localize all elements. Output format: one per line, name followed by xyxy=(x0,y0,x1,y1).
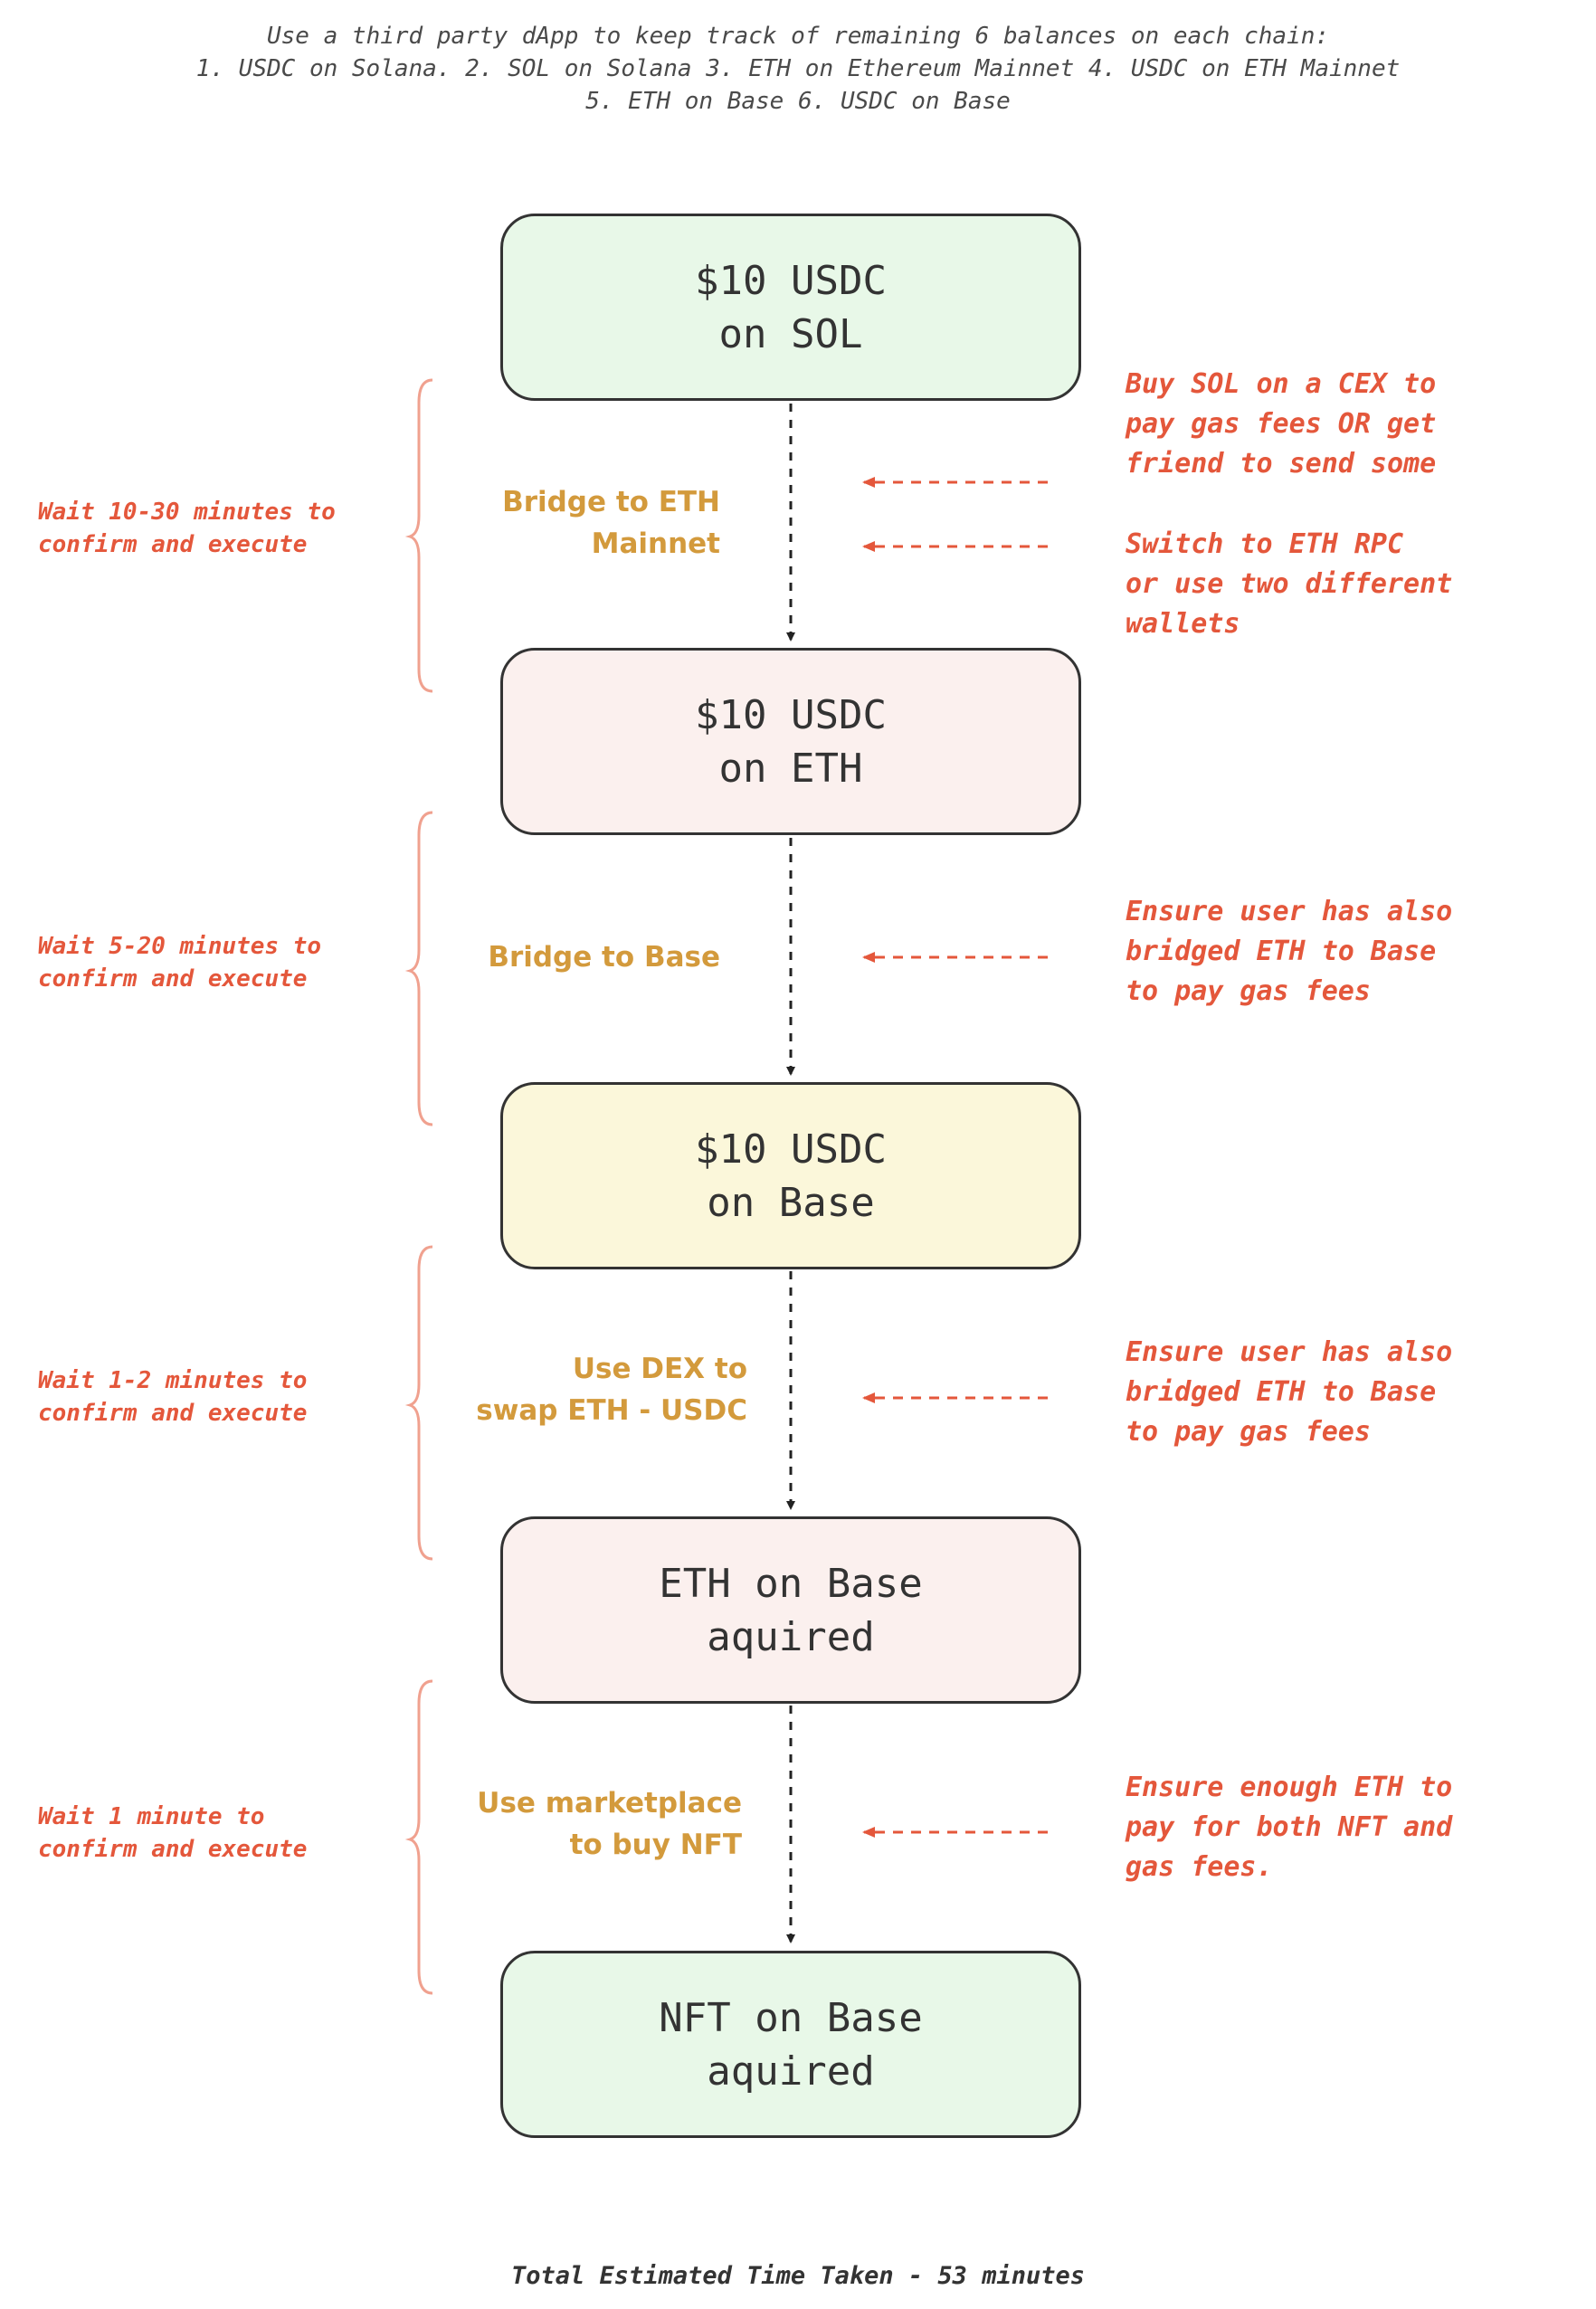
node-label: aquired xyxy=(707,1613,875,1660)
note-line: pay gas fees OR get xyxy=(1126,408,1437,440)
wait-line: Wait 5-20 minutes to xyxy=(38,933,322,960)
note-line: bridged ETH to Base xyxy=(1126,1376,1437,1408)
left-brace xyxy=(404,1679,433,1995)
header-note: Use a third party dApp to keep track of … xyxy=(0,20,1596,118)
node-label: $10 USDC xyxy=(695,1126,887,1173)
note-line: wallets xyxy=(1126,608,1240,640)
left-brace xyxy=(404,811,433,1126)
note-line: Switch to ETH RPC xyxy=(1126,528,1404,560)
wait-line: Wait 1-2 minutes to xyxy=(38,1367,308,1394)
note-line: to pay gas fees xyxy=(1126,975,1371,1007)
node-label: on Base xyxy=(707,1179,875,1226)
total-time-footer: Total Estimated Time Taken - 53 minutes xyxy=(511,2262,1085,2290)
header-line: 1. USDC on Solana. 2. SOL on Solana 3. E… xyxy=(195,55,1401,82)
note-line: bridged ETH to Base xyxy=(1126,936,1437,967)
note-line: friend to send some xyxy=(1126,448,1437,480)
step-line: Bridge to Base xyxy=(488,941,720,974)
step-line: to buy NFT xyxy=(569,1829,742,1861)
wait-line: confirm and execute xyxy=(38,531,308,558)
wait-line: Wait 10-30 minutes to xyxy=(38,499,336,526)
node-label: ETH on Base xyxy=(659,1560,923,1607)
node-usdc-base: $10 USDC on Base xyxy=(500,1082,1081,1269)
note-line: Buy SOL on a CEX to xyxy=(1126,368,1437,400)
node-label: NFT on Base xyxy=(659,1994,923,2041)
step-line: Use marketplace xyxy=(477,1787,742,1820)
note-line: Ensure user has also xyxy=(1126,896,1453,927)
note-line: gas fees. xyxy=(1126,1851,1273,1883)
step-line: swap ETH - USDC xyxy=(476,1394,747,1427)
node-label: on ETH xyxy=(718,745,863,792)
note-label: Ensure enough ETH to pay for both NFT an… xyxy=(1126,1768,1452,1887)
left-brace xyxy=(404,1245,433,1561)
note-line: Ensure user has also xyxy=(1126,1336,1453,1368)
header-line: 5. ETH on Base 6. USDC on Base xyxy=(585,88,1011,115)
wait-line: confirm and execute xyxy=(38,965,308,993)
note-label: Ensure user has also bridged ETH to Base… xyxy=(1126,1333,1452,1452)
header-line: Use a third party dApp to keep track of … xyxy=(267,23,1329,50)
wait-label: Wait 1-2 minutes to confirm and execute xyxy=(38,1364,307,1430)
wait-label: Wait 5-20 minutes to confirm and execute xyxy=(38,930,321,995)
note-line: pay for both NFT and xyxy=(1126,1811,1453,1843)
node-nft-base: NFT on Base aquired xyxy=(500,1951,1081,2138)
step-line: Mainnet xyxy=(591,527,720,560)
wait-line: Wait 1 minute to xyxy=(38,1803,265,1830)
node-usdc-eth: $10 USDC on ETH xyxy=(500,648,1081,835)
note-label: Switch to ETH RPC or use two different w… xyxy=(1126,525,1452,644)
note-label: Buy SOL on a CEX to pay gas fees OR get … xyxy=(1126,365,1436,484)
step-label: Use DEX to swap ETH - USDC xyxy=(476,1348,747,1431)
wait-label: Wait 1 minute to confirm and execute xyxy=(38,1801,307,1866)
step-line: Use DEX to xyxy=(572,1353,747,1385)
left-brace xyxy=(404,378,433,693)
step-label: Bridge to ETH Mainnet xyxy=(502,481,720,565)
note-label: Ensure user has also bridged ETH to Base… xyxy=(1126,892,1452,1012)
wait-label: Wait 10-30 minutes to confirm and execut… xyxy=(38,496,336,561)
node-label: $10 USDC xyxy=(695,691,887,738)
step-line: Bridge to ETH xyxy=(502,486,720,518)
wait-line: confirm and execute xyxy=(38,1400,308,1427)
step-label: Bridge to Base xyxy=(488,936,720,978)
node-eth-base: ETH on Base aquired xyxy=(500,1516,1081,1704)
step-label: Use marketplace to buy NFT xyxy=(477,1782,742,1866)
node-label: $10 USDC xyxy=(695,257,887,304)
node-label: on SOL xyxy=(718,310,863,357)
note-line: or use two different xyxy=(1126,568,1453,600)
node-usdc-sol: $10 USDC on SOL xyxy=(500,214,1081,401)
wait-line: confirm and execute xyxy=(38,1836,308,1863)
note-line: Ensure enough ETH to xyxy=(1126,1772,1453,1803)
node-label: aquired xyxy=(707,2048,875,2095)
note-line: to pay gas fees xyxy=(1126,1416,1371,1448)
